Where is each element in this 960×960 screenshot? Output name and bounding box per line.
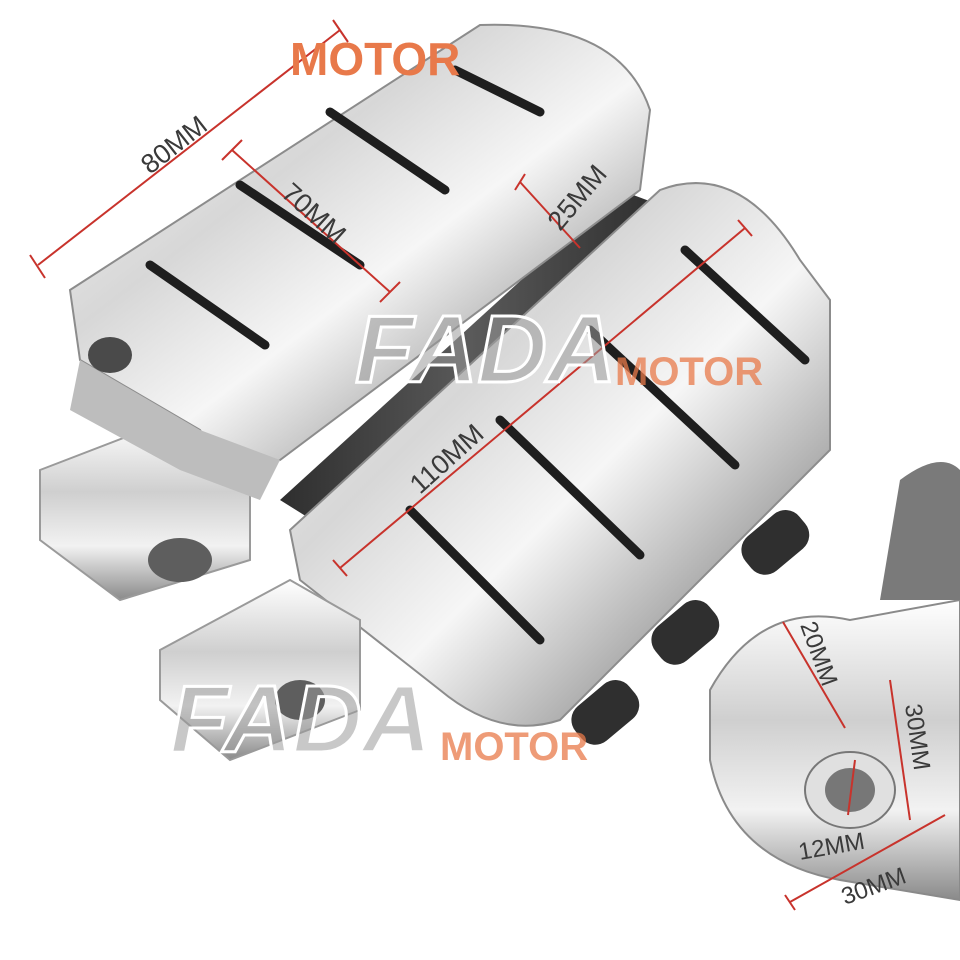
dim-80mm: 80MM [135,110,213,180]
grooves [405,245,810,645]
dimension-lines [29,19,946,911]
watermark-suffix-2: MOTOR [440,725,588,769]
lower-clevis-mount [159,578,361,762]
lower-footpeg [288,182,831,745]
watermark-brand-2: FADA [170,666,431,773]
upper-footpeg [68,23,652,500]
watermark-suffix-1: MOTOR [615,350,763,394]
clevis-detail [709,462,960,902]
mount-hole [88,337,132,373]
watermark-brand-1: FADA [355,296,616,403]
rubber-core [280,190,660,525]
grooves [145,65,545,350]
watermark-top: MOTOR [290,33,460,85]
rubber-pads [571,510,810,745]
